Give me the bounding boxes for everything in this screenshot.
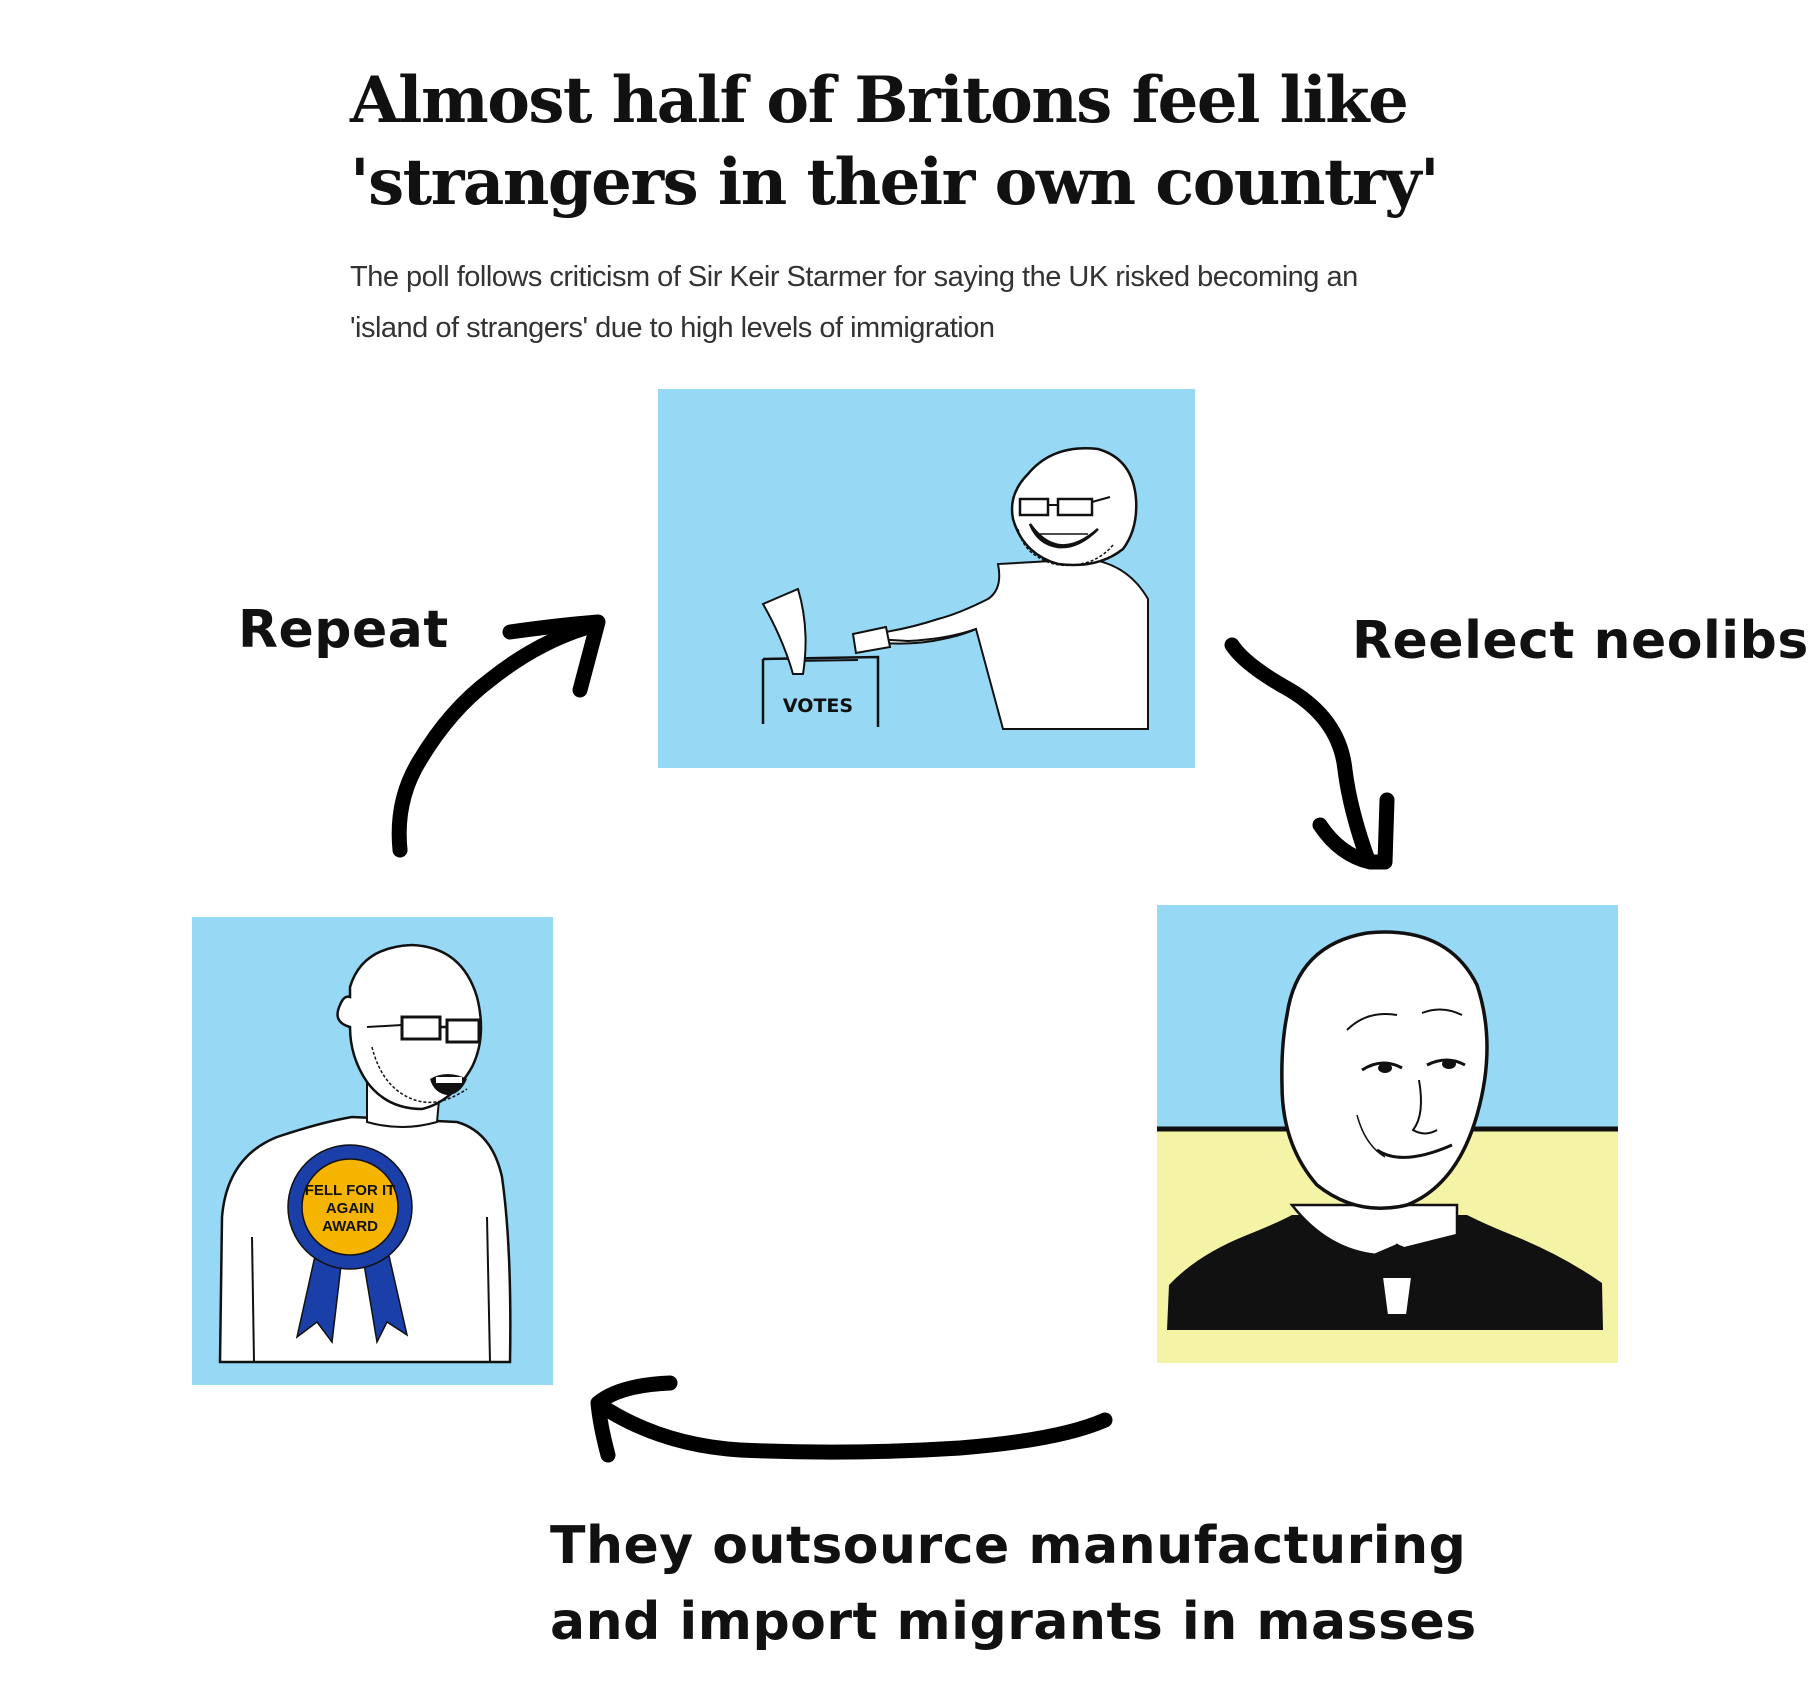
subheading-line: 'island of strangers' due to high levels… (350, 312, 995, 344)
award-text-line2: AGAIN (326, 1200, 374, 1217)
award-panel: FELL FOR IT AGAIN AWARD (192, 917, 553, 1385)
article-subheading: The poll follows criticism of Sir Keir S… (350, 252, 1590, 354)
award-text-line1: FELL FOR IT (305, 1182, 396, 1199)
voter-illustration: VOTES (761, 447, 1149, 730)
neolib-panel (1157, 905, 1618, 1363)
caption-reelect: Reelect neolibs (1352, 611, 1809, 671)
award-text-line3: AWARD (322, 1218, 378, 1235)
article-headline: Almost half of Britons feel like 'strang… (350, 60, 1550, 224)
award-illustration: FELL FOR IT AGAIN AWARD (218, 943, 512, 1364)
caption-repeat: Repeat (238, 600, 449, 660)
voting-panel: VOTES (658, 389, 1195, 768)
caption-outsource-line: They outsource manufacturing (550, 1516, 1467, 1576)
headline-line: Almost half of Britons feel like (350, 63, 1409, 138)
caption-outsource: They outsource manufacturing and import … (550, 1508, 1477, 1660)
reelect-arrow-icon (1224, 637, 1376, 868)
neolib-illustration (1157, 905, 1618, 1363)
ballot-box-label: VOTES (783, 695, 853, 717)
outsource-arrow-icon (592, 1397, 1113, 1460)
caption-outsource-line: and import migrants in masses (550, 1592, 1477, 1652)
subheading-line: The poll follows criticism of Sir Keir S… (350, 261, 1358, 293)
headline-line: 'strangers in their own country' (350, 145, 1440, 220)
